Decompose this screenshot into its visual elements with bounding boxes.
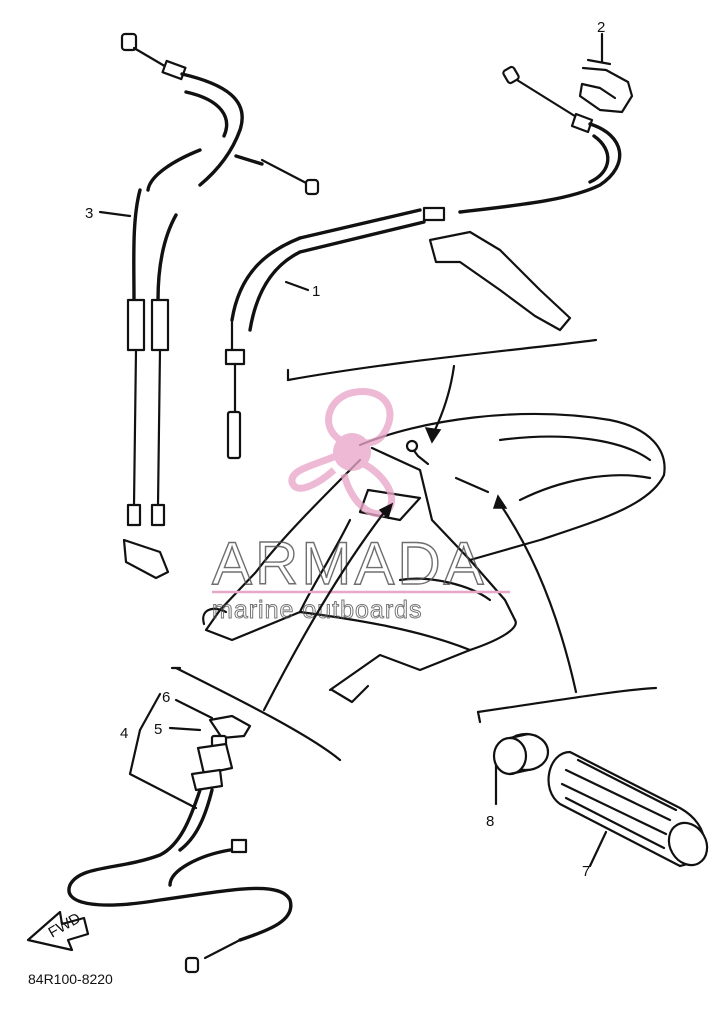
callout-4: 4 <box>120 725 128 742</box>
grip-part-7 <box>547 750 709 868</box>
callout-3: 3 <box>85 205 93 222</box>
callout-1: 1 <box>312 283 320 300</box>
choke-cable-part-3 <box>120 32 320 580</box>
assembly-arrows <box>262 364 578 712</box>
clip-part-2 <box>578 58 634 114</box>
watermark-logo <box>288 388 395 518</box>
callout-7: 7 <box>582 863 590 880</box>
fwd-arrow-icon: FWD <box>26 910 90 952</box>
watercraft-hull <box>202 412 666 704</box>
collar-part-8 <box>492 732 550 776</box>
part-code: 84R100-8220 <box>28 971 113 987</box>
base-plates <box>170 666 658 762</box>
throttle-cable-part-1 <box>224 65 622 460</box>
callout-8: 8 <box>486 813 494 830</box>
callout-5: 5 <box>154 721 162 738</box>
watermark-subtitle: marine outboards <box>212 596 423 624</box>
leader-lines <box>98 32 608 868</box>
callout-2: 2 <box>597 19 605 36</box>
speedometer-cable-part-4 <box>67 714 293 974</box>
callout-6: 6 <box>162 689 170 706</box>
handle-lever <box>286 230 598 382</box>
